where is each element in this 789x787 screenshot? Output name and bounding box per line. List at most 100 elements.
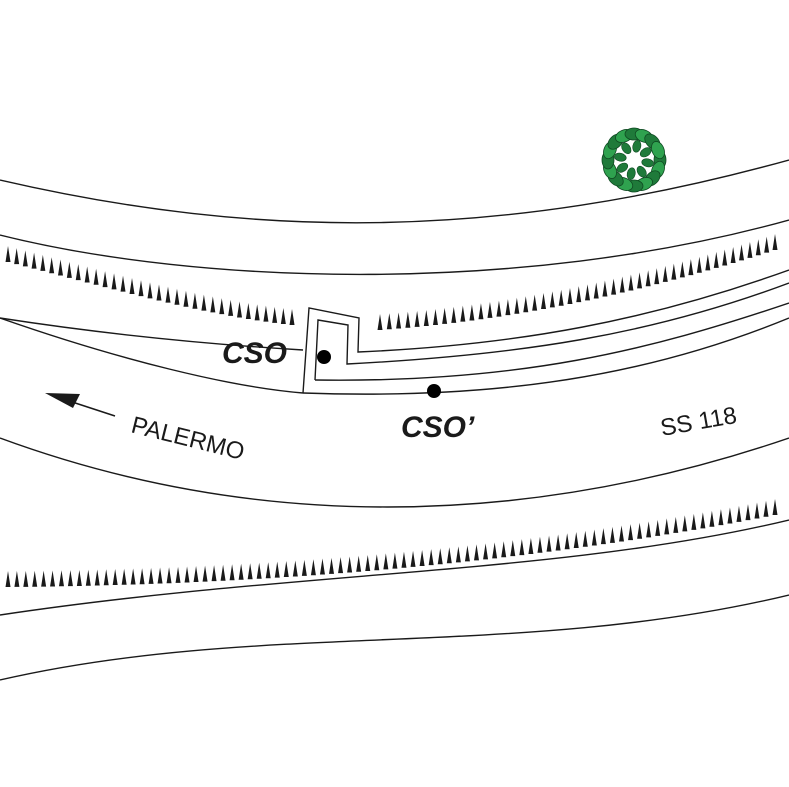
slope-hatch-mark: [523, 296, 529, 313]
slope-hatch-mark: [664, 518, 670, 535]
slope-hatch-mark: [673, 516, 679, 533]
slope-hatch-mark: [763, 500, 769, 517]
slope-hatch-mark: [646, 521, 652, 538]
tree-leaf: [621, 142, 632, 155]
slope-hatch-mark: [619, 525, 625, 542]
slope-hatch-mark: [727, 507, 733, 524]
slope-hatch-mark: [428, 549, 434, 566]
slope-hatch-mark: [492, 542, 498, 559]
tree-icon: [601, 127, 667, 193]
slope-hatch-mark: [94, 569, 100, 586]
slope-hatch-mark: [747, 241, 753, 258]
lower-slope-line-2: [0, 594, 789, 681]
slope-hatch-mark: [229, 564, 235, 581]
slope-hatch-mark: [593, 282, 599, 299]
slope-hatch-mark: [174, 288, 180, 305]
slope-hatch-mark: [600, 528, 606, 545]
slope-hatch-mark: [237, 301, 243, 318]
tree-leaf: [614, 152, 627, 162]
slope-hatch-mark: [156, 284, 162, 301]
slope-hatch-mark: [546, 535, 552, 552]
slope-hatch-mark: [23, 570, 29, 587]
slope-hatch-mark: [31, 252, 37, 269]
slope-hatch-mark: [628, 524, 634, 541]
slope-hatch-mark: [764, 236, 770, 253]
upper-outer-edge: [0, 159, 789, 224]
slope-hatch-mark: [14, 248, 20, 265]
slope-hatch-mark: [310, 559, 316, 576]
slope-hatch-mark: [473, 544, 479, 561]
slope-hatch-mark: [619, 276, 625, 293]
slope-hatch-mark: [700, 512, 706, 529]
slope-hatch-mark: [451, 306, 457, 323]
slope-hatch-mark: [483, 543, 489, 560]
slope-hatch-mark: [709, 510, 715, 527]
slope-hatch-mark: [754, 502, 760, 519]
slope-hatch-lower: [5, 499, 778, 587]
station-cso-label: CSO: [222, 337, 287, 370]
slope-hatch-mark: [50, 570, 56, 587]
slope-hatch-mark: [40, 254, 46, 271]
slope-hatch-mark: [573, 532, 579, 549]
slope-hatch-mark: [289, 309, 295, 325]
slope-hatch-mark: [386, 313, 392, 330]
slope-hatch-mark: [280, 308, 286, 325]
slope-hatch-mark: [338, 557, 344, 574]
tree-leaf: [626, 167, 636, 180]
slope-hatch-mark: [611, 278, 617, 295]
slope-hatch-mark: [755, 239, 761, 256]
slope-hatch-mark: [22, 250, 28, 267]
slope-hatch-mark: [85, 569, 91, 586]
slope-hatch-mark: [464, 545, 470, 562]
station-cso-prime-label: CSO’: [401, 411, 475, 444]
slope-hatch-mark: [112, 569, 118, 586]
slope-hatch-mark: [202, 565, 208, 582]
tree-leaf: [616, 162, 629, 173]
carriageway-top-edge-mid: [0, 317, 304, 394]
slope-hatch-mark: [510, 540, 516, 557]
slope-hatch-mark: [14, 570, 20, 587]
slope-hatch-mark: [446, 547, 452, 564]
slope-hatch-mark: [637, 522, 643, 539]
slope-hatch-mark: [165, 286, 171, 303]
slope-hatch-mark: [414, 310, 420, 327]
slope-hatch-mark: [688, 259, 694, 276]
slope-hatch-mark: [166, 567, 172, 584]
station-cso-marker[interactable]: [317, 350, 331, 364]
road-name-label: SS 118: [658, 402, 738, 442]
slope-hatch-mark: [455, 546, 461, 563]
slope-hatch-mark: [645, 270, 651, 287]
slope-hatch-mark: [211, 565, 217, 582]
station-cso-prime-marker[interactable]: [427, 384, 441, 398]
carriageway-top-edge-right: [302, 317, 789, 395]
slope-hatch-mark: [184, 566, 190, 583]
slope-hatch-mark: [102, 271, 108, 288]
slope-hatch-mark: [193, 566, 199, 583]
slope-hatch-mark: [532, 294, 538, 311]
slope-hatch-mark: [283, 561, 289, 578]
slope-hatch-mark: [121, 568, 127, 585]
slope-hatch-mark: [254, 304, 260, 321]
slope-hatch-mark: [713, 251, 719, 268]
slope-hatch-mark: [175, 566, 181, 583]
slope-hatch-mark: [201, 294, 207, 311]
arrow-left-icon: [45, 393, 116, 417]
slope-hatch-mark: [245, 302, 251, 319]
slope-hatch-mark: [696, 256, 702, 273]
slope-hatch-mark: [528, 537, 534, 554]
slope-hatch-mark: [256, 562, 262, 579]
slope-hatch-mark: [772, 499, 778, 515]
slope-hatch-mark: [301, 559, 307, 576]
slope-hatch-mark: [130, 568, 136, 585]
slope-hatch-mark: [265, 562, 271, 579]
slope-hatch-mark: [274, 561, 280, 578]
slope-hatch-mark: [736, 505, 742, 522]
slope-hatch-mark: [567, 287, 573, 304]
slope-hatch-mark: [219, 298, 225, 315]
slope-hatch-mark: [496, 300, 502, 317]
slope-hatch-mark: [722, 249, 728, 266]
slope-hatch-mark: [292, 560, 298, 577]
slope-hatch-mark: [75, 264, 81, 281]
slope-hatch-mark: [84, 266, 90, 283]
